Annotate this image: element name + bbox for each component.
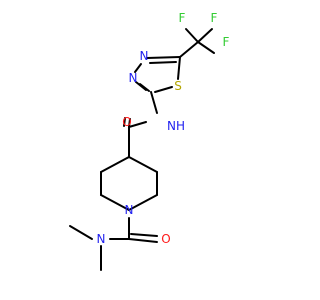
fluorine-label-top-left: F	[179, 11, 186, 25]
bond-cf3-to-ring	[179, 41, 199, 58]
bond-ring-s-c1	[177, 56, 181, 80]
bond-urea-carbonyl-a	[128, 238, 158, 243]
bond-ring-c2-s	[154, 86, 173, 93]
bond-carbonyl-o-upper-a	[128, 118, 131, 128]
bond-ring-c1-n-upper	[146, 56, 181, 59]
amine-nh-label: NH	[167, 119, 185, 133]
bond-pip-left-to-n	[100, 194, 130, 211]
sulfur-label: S	[174, 79, 182, 93]
bond-pip-c4-left	[100, 156, 130, 173]
bond-cf3-f-top-left	[185, 28, 199, 43]
oxygen-label-upper-amide: O	[122, 115, 131, 129]
nitrogen-label-piperidine: N	[125, 203, 134, 217]
oxygen-label-lower-urea: O	[161, 232, 170, 246]
bond-urea-carbonyl-b	[130, 233, 158, 237]
bond-carbonyl-o-upper-b	[123, 117, 126, 127]
atom-labels: F F F N N S NH O N N O	[97, 11, 230, 246]
bond-pip-c4-right	[128, 156, 158, 173]
bond-ring-c1-n-upper-double	[149, 61, 177, 64]
bond-cf3-f-top-right	[197, 28, 213, 43]
bond-n-methyl-top	[69, 225, 93, 240]
structure-svg: F F F N N S NH O N N O	[0, 0, 300, 300]
fluorine-label-right: F	[223, 35, 230, 49]
bond-cf3-f-right	[197, 41, 215, 54]
molecule-diagram: F F F N N S NH O N N O	[0, 0, 300, 300]
diagram-background	[0, 0, 300, 300]
nitrogen-label-dimethyl: N	[97, 232, 106, 246]
bond-ring-n-upper-n-lower	[134, 63, 142, 73]
bond-nh-to-carbonyl	[128, 121, 147, 128]
bond-ring-n-lower-c2-double	[139, 83, 150, 92]
nitrogen-label-ring-lower: N	[129, 71, 138, 85]
bond-layer	[69, 28, 215, 271]
bond-ring-to-nh	[150, 91, 158, 114]
nitrogen-label-ring-upper: N	[140, 49, 149, 63]
bond-pip-right-to-n	[128, 194, 158, 211]
fluorine-label-top-right: F	[211, 11, 218, 25]
